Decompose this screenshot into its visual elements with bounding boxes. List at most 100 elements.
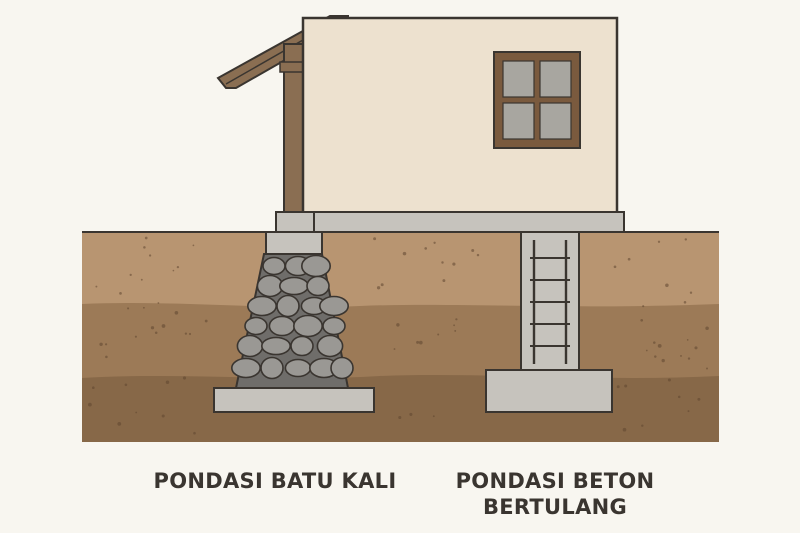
- soil-speckle: [376, 286, 381, 290]
- soil-speckle: [645, 349, 648, 352]
- soil-speckle: [686, 339, 689, 341]
- soil-speckle: [677, 395, 681, 399]
- soil-speckle: [144, 236, 148, 240]
- river-stone: [278, 276, 309, 296]
- soil-speckle: [416, 340, 420, 344]
- soil-speckle: [127, 307, 130, 310]
- soil-speckle: [641, 424, 644, 427]
- soil-speckle: [657, 240, 661, 243]
- stone-foundation: [213, 231, 375, 413]
- soil-speckle: [148, 254, 152, 257]
- soil-speckle: [117, 422, 122, 426]
- soil-speckle: [135, 411, 138, 414]
- soil-speckle: [172, 269, 175, 272]
- soil-speckle: [92, 386, 95, 390]
- soil-speckle: [654, 355, 657, 358]
- soil-speckle: [687, 357, 691, 360]
- window: [493, 51, 581, 149]
- river-stone: [268, 315, 296, 337]
- soil-speckle: [667, 378, 671, 382]
- soil-speckle: [119, 292, 122, 295]
- soil-speckle: [616, 385, 620, 389]
- soil-speckle: [452, 262, 456, 266]
- soil-speckle: [105, 355, 108, 359]
- soil-speckle: [176, 265, 180, 269]
- river-stone: [231, 357, 262, 379]
- river-stone: [316, 334, 344, 358]
- river-stone: [292, 314, 323, 338]
- stone-foundation-footing: [213, 387, 375, 413]
- river-stone: [247, 295, 278, 317]
- soil-speckle: [380, 283, 384, 287]
- soil-speckle: [396, 323, 400, 327]
- stone-foundation-label-text: PONDASI BATU KALI: [153, 469, 397, 493]
- concrete-foundation: [485, 231, 613, 413]
- soil-speckle: [680, 354, 682, 357]
- river-stone: [236, 334, 264, 358]
- soil-speckle: [154, 331, 158, 334]
- soil-speckle: [88, 402, 92, 407]
- soil-speckle: [661, 358, 665, 363]
- soil-speckle: [687, 410, 690, 413]
- soil-speckle: [373, 237, 377, 241]
- soil-speckle: [188, 332, 192, 336]
- rebar-cage: [530, 240, 570, 364]
- soil-speckle: [437, 333, 440, 336]
- soil-speckle: [393, 348, 396, 350]
- concrete-foundation-label-line2: BERTULANG: [482, 495, 628, 519]
- river-stone: [290, 335, 314, 357]
- river-stone: [300, 254, 331, 278]
- soil-speckle: [471, 249, 475, 252]
- soil-speckle: [161, 324, 166, 328]
- soil-speckle: [193, 431, 196, 435]
- soil-speckle: [124, 383, 128, 387]
- soil-layer-top: [82, 232, 719, 312]
- soil-speckle: [705, 326, 709, 331]
- soil-speckle: [433, 241, 436, 244]
- soil-speckle: [418, 340, 423, 345]
- soil-speckle: [104, 343, 108, 346]
- soil-speckle: [140, 278, 143, 281]
- soil-speckle: [184, 332, 188, 335]
- river-stone: [260, 336, 291, 356]
- river-stone: [306, 275, 330, 297]
- river-stone: [330, 356, 354, 380]
- soil-layer-middle: [82, 303, 719, 380]
- river-stone: [244, 316, 268, 336]
- soil-speckle: [689, 291, 693, 294]
- soil-speckle: [95, 285, 98, 288]
- river-stone: [322, 316, 346, 336]
- soil-speckle: [476, 253, 480, 257]
- soil-speckle: [441, 261, 444, 264]
- soil-speckle: [424, 247, 428, 250]
- soil-speckle: [442, 279, 446, 283]
- soil-speckle: [402, 251, 407, 256]
- river-stones: [231, 254, 354, 380]
- soil-speckle: [627, 257, 631, 261]
- window-pane-bl: [502, 102, 535, 140]
- river-stone: [256, 274, 284, 298]
- concrete-foundation-label-line1: PONDASI BETON: [455, 469, 655, 493]
- sloof-beam: [313, 211, 625, 233]
- soil-speckle: [624, 384, 628, 388]
- soil-speckle: [204, 319, 208, 323]
- soil-speckle: [622, 427, 627, 432]
- soil-speckle: [694, 346, 698, 350]
- soil-speckle: [174, 310, 179, 315]
- soil-speckle: [161, 414, 165, 418]
- soil-speckle: [640, 318, 644, 322]
- concrete-footing: [485, 369, 613, 413]
- soil-speckle: [150, 326, 155, 330]
- soil-speckle: [192, 244, 195, 247]
- window-pane-br: [539, 102, 572, 140]
- soil-speckle: [657, 344, 662, 348]
- soil-speckle: [454, 329, 457, 332]
- soil-speckle: [134, 335, 137, 338]
- soil-speckle: [653, 341, 656, 344]
- soil-speckle: [398, 415, 402, 420]
- river-stone: [276, 294, 300, 318]
- soil-speckle: [697, 397, 701, 401]
- concrete-foundation-label: PONDASI BETON BERTULANG: [430, 468, 680, 520]
- window-pane-tl: [502, 60, 535, 98]
